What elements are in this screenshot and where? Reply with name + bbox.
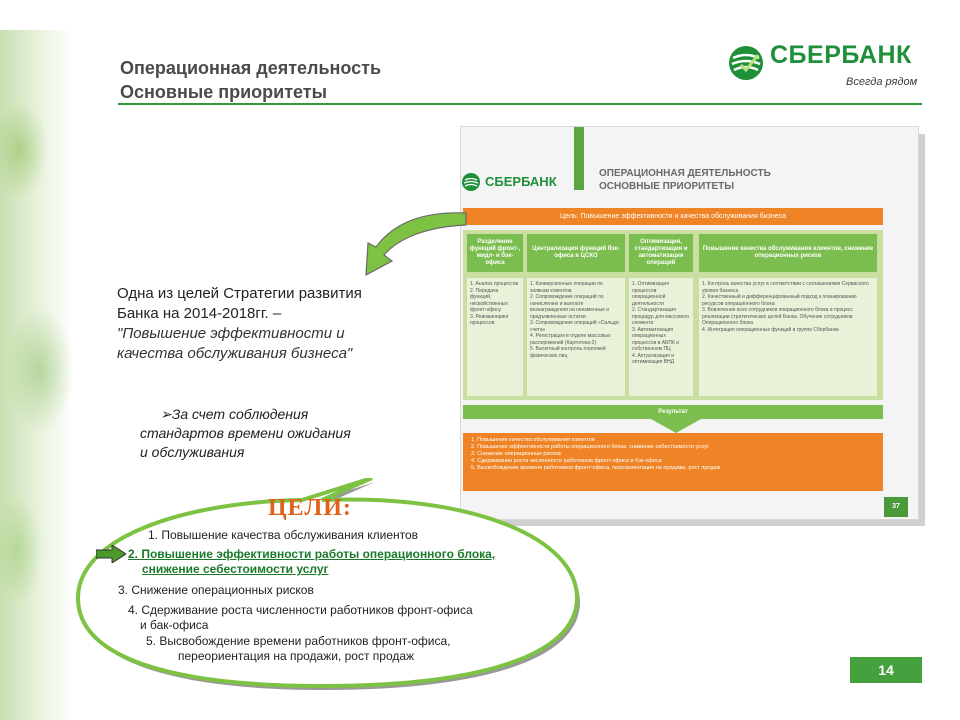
column-item: 2. Передача функций, несвойственных фрон… xyxy=(470,287,509,314)
result-item: 4. Сдерживание роста численности работни… xyxy=(471,458,662,464)
result-item: 1. Повышение качества обслуживания клиен… xyxy=(471,437,595,443)
goal-item-2-line-1: 2. Повышение эффективности работы операц… xyxy=(128,547,496,561)
column-item: 2. Стандартизация процедур для массового… xyxy=(632,307,690,326)
bullet-block: ➢За счет соблюдения стандартов времени о… xyxy=(140,405,400,462)
column-item: 3. Автоматизация операционных процессов … xyxy=(632,326,680,353)
thumbnail-result-label: Результат xyxy=(463,405,883,419)
highlight-arrow-icon xyxy=(96,545,126,563)
thumbnail-column-2: Централизация функций бэк-офиса в ЦСКО 1… xyxy=(527,234,625,396)
column-body: 1. Конверсионные операции по заявкам кли… xyxy=(527,278,625,396)
title-divider xyxy=(118,103,922,105)
column-item: 3. Сопровождение операций «Сальдо-счета» xyxy=(530,320,621,333)
column-item: 2. Качественный и дифференцированный под… xyxy=(702,294,857,307)
thumbnail-goal-banner: Цель: Повышение эффективности и качества… xyxy=(463,208,883,225)
title-line-2: Основные приоритеты xyxy=(120,82,327,102)
goal-item-4: 4. Сдерживание роста численности работни… xyxy=(128,603,473,633)
column-header: Повышение качества обслуживания клиентов… xyxy=(699,234,877,272)
bullet-arrow-icon: ➢ xyxy=(160,406,172,422)
column-item: 1. Оптимизация процессов операционной де… xyxy=(632,281,669,307)
logo-name: СБЕРБАНК xyxy=(770,41,912,69)
thumbnail-logo-icon xyxy=(462,173,480,191)
thumbnail-title: ОПЕРАЦИОННАЯ ДЕЯТЕЛЬНОСТЬ ОСНОВНЫЕ ПРИОР… xyxy=(599,167,771,193)
strategy-line-1: Одна из целей Стратегии развития xyxy=(117,285,362,302)
strategy-quote-line-1: "Повышение эффективности и xyxy=(117,325,345,342)
column-item: 4. Актуализация и оптимизация ВНД xyxy=(632,352,675,366)
goals-title: ЦЕЛИ: xyxy=(268,495,352,521)
thumbnail-title-line-2: ОСНОВНЫЕ ПРИОРИТЕТЫ xyxy=(599,181,735,192)
thumbnail-column-3: Оптимизация, стандартизация и автоматиза… xyxy=(629,234,693,396)
goal-item-3: 3. Снижение операционных рисков xyxy=(118,583,314,597)
column-item: 3. Вовлечение всех сотрудников операцион… xyxy=(702,307,853,326)
slide-thumbnail: СБЕРБАНК ОПЕРАЦИОННАЯ ДЕЯТЕЛЬНОСТЬ ОСНОВ… xyxy=(460,126,919,520)
goal-item-5-line-1: 5. Высвобождение времени работников фрон… xyxy=(146,634,451,648)
goal-item-1: 1. Повышение качества обслуживания клиен… xyxy=(148,528,419,542)
column-body: 1. Анализ процессов 2. Передача функций,… xyxy=(467,278,523,396)
goal-item-4-line-1: 4. Сдерживание роста численности работни… xyxy=(128,603,473,617)
page-title: Операционная деятельность Основные приор… xyxy=(120,56,381,104)
column-item: 2. Сопровождение операций по начислению … xyxy=(530,294,610,320)
curved-arrow-icon xyxy=(365,212,467,277)
column-item: 5. Валютный контроль платежей физических… xyxy=(530,346,606,359)
thumbnail-page-number: 37 xyxy=(884,497,908,517)
logo-slogan: Всегда рядом xyxy=(846,76,918,88)
column-item: 4. Интеграция операционных функций в гру… xyxy=(702,326,839,333)
result-item: 3. Снижение операционных рисков xyxy=(471,451,561,457)
column-header: Разделение функций фронт-, мидл- и бэк-о… xyxy=(467,234,523,272)
strategy-quote-line-2: качества обслуживания бизнеса" xyxy=(117,345,353,362)
column-item: 1. Анализ процессов xyxy=(470,281,519,287)
goal-item-2-line-2: снижение себестоимости услуг xyxy=(142,562,329,576)
goal-item-2: 2. Повышение эффективности работы операц… xyxy=(128,547,495,577)
thumbnail-results-box: 1. Повышение качества обслуживания клиен… xyxy=(463,433,883,491)
result-item: 5. Высвобождение времени работников фрон… xyxy=(471,465,721,471)
thumbnail-title-line-1: ОПЕРАЦИОННАЯ ДЕЯТЕЛЬНОСТЬ xyxy=(599,168,771,179)
title-line-1: Операционная деятельность xyxy=(120,58,382,78)
goals-speech-bubble xyxy=(75,478,580,690)
bullet-line-1: За счет соблюдения xyxy=(171,406,309,422)
sberbank-logo-icon xyxy=(729,46,763,80)
thumbnail-column-1: Разделение функций фронт-, мидл- и бэк-о… xyxy=(467,234,523,396)
strategy-text: Одна из целей Стратегии развития Банка н… xyxy=(117,284,407,364)
bullet-line-3: и обслуживания xyxy=(140,444,245,460)
column-item: 3. Реинжиниринг процессов xyxy=(470,313,509,327)
column-item: 1. Конверсионные операции по заявкам кли… xyxy=(530,281,603,294)
thumbnail-down-arrow-icon xyxy=(651,419,701,433)
thumbnail-column-4: Повышение качества обслуживания клиентов… xyxy=(699,234,877,396)
thumbnail-logo-text: СБЕРБАНК xyxy=(485,174,557,189)
page-number: 14 xyxy=(850,657,922,683)
goal-item-5-line-2: переориентация на продажи, рост продаж xyxy=(178,649,415,663)
decorative-leaf-background xyxy=(0,30,72,720)
strategy-line-2: Банка на 2014-2018гг. – xyxy=(117,305,282,322)
column-header: Централизация функций бэк-офиса в ЦСКО xyxy=(527,234,625,272)
thumbnail-columns: Разделение функций фронт-, мидл- и бэк-о… xyxy=(463,230,883,400)
column-item: 4. Регистрация в отделе массовых распоря… xyxy=(530,333,611,346)
column-body: 1. Оптимизация процессов операционной де… xyxy=(629,278,693,396)
column-header: Оптимизация, стандартизация и автоматиза… xyxy=(629,234,693,272)
column-item: 1. Контроль качества услуг в соответстви… xyxy=(702,281,869,294)
bullet-line-2: стандартов времени ожидания xyxy=(140,425,351,441)
thumbnail-accent-bar xyxy=(574,127,584,190)
goal-item-4-line-2: и бак-офиса xyxy=(140,618,209,632)
result-item: 2. Повышение эффективности работы операц… xyxy=(471,444,709,450)
goal-item-5: 5. Высвобождение времени работников фрон… xyxy=(146,634,450,664)
column-body: 1. Контроль качества услуг в соответстви… xyxy=(699,278,877,396)
